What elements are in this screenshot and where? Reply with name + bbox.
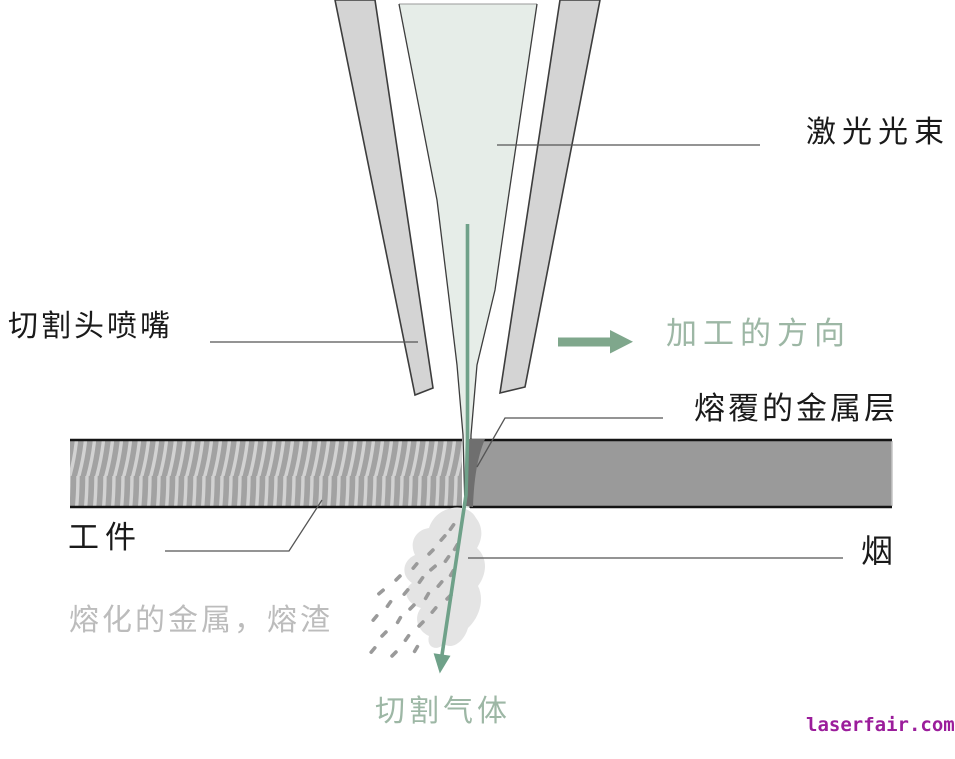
laser-beam-label: 激光光束 xyxy=(806,115,950,150)
workpiece-left-section xyxy=(70,438,462,509)
smoke-label: 烟 xyxy=(861,532,898,570)
smoke-plume xyxy=(404,507,485,648)
cutting-gas-label: 切割气体 xyxy=(375,694,511,729)
cutting-gas-arrow xyxy=(433,224,470,674)
workpiece-label: 工件 xyxy=(68,520,142,556)
clad-metal-layer-shape xyxy=(466,439,485,507)
workpiece-right-section xyxy=(470,438,893,509)
workpiece-leader-line xyxy=(165,499,323,552)
watermark-text: laserfair.com xyxy=(806,714,955,736)
nozzle-label: 切割头喷嘴 xyxy=(8,309,173,344)
nozzle-left-wall xyxy=(334,0,434,397)
nozzle-right-wall xyxy=(499,0,601,395)
process-direction-arrow xyxy=(558,330,633,354)
process-direction-label: 加工的方向 xyxy=(666,316,851,352)
molten-metal-slag-label: 熔化的金属，熔渣 xyxy=(69,603,333,638)
clad-metal-layer-label: 熔覆的金属层 xyxy=(694,391,898,427)
clad-layer-leader-line xyxy=(476,417,663,468)
